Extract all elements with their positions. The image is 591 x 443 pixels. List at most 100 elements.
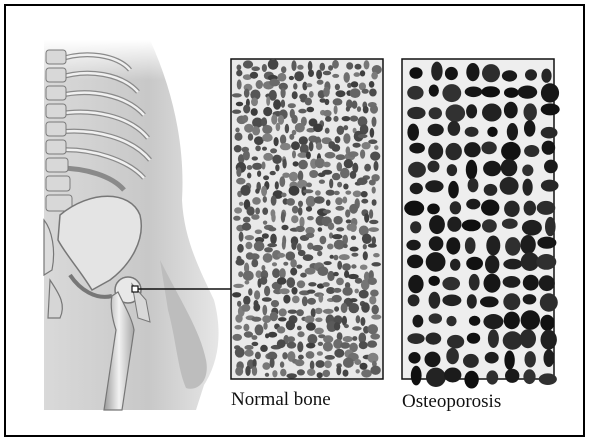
pore (315, 318, 322, 323)
pore (251, 108, 258, 116)
pore (369, 296, 376, 305)
pore (317, 251, 322, 256)
void (407, 86, 423, 100)
pore (245, 366, 250, 376)
pore (240, 185, 250, 196)
pore (315, 190, 321, 195)
pore (298, 207, 303, 216)
pore (291, 115, 297, 124)
void (409, 143, 425, 154)
pore (295, 359, 305, 366)
void (409, 67, 422, 79)
pore (237, 244, 244, 253)
pore (371, 72, 378, 80)
pore (290, 259, 297, 268)
pore (370, 290, 379, 297)
void (505, 237, 520, 256)
pore (269, 79, 280, 87)
pore (243, 150, 250, 160)
void (442, 84, 461, 102)
pore (337, 261, 342, 270)
pore (324, 261, 332, 265)
pore (270, 234, 277, 245)
normal-bone-panel (231, 59, 383, 379)
pore (343, 133, 350, 144)
pore (292, 91, 298, 99)
pore (335, 84, 340, 90)
void (541, 180, 559, 192)
pore (360, 70, 365, 76)
pore (353, 191, 362, 198)
void (466, 160, 477, 180)
pore (351, 264, 356, 268)
pore (235, 133, 243, 141)
pore (265, 373, 269, 377)
void (539, 275, 555, 291)
pore (363, 106, 369, 113)
pore (283, 262, 288, 266)
void (503, 293, 520, 310)
pore (372, 199, 377, 206)
pore (292, 150, 296, 158)
pore (297, 341, 303, 352)
void (411, 366, 422, 386)
pore (350, 88, 361, 98)
pore (339, 254, 350, 260)
pore (281, 88, 286, 98)
pore (255, 208, 260, 215)
pore (296, 265, 302, 269)
pore (336, 227, 344, 231)
pore (358, 134, 368, 138)
pore (247, 173, 251, 179)
void (408, 275, 423, 293)
pore (267, 243, 277, 247)
void (523, 179, 533, 196)
pore (328, 222, 335, 230)
void (428, 143, 443, 160)
void (465, 237, 476, 254)
pore (233, 284, 244, 288)
pore (317, 351, 323, 356)
void (541, 83, 559, 102)
pore (293, 83, 297, 90)
pore (248, 288, 252, 295)
pore (253, 303, 260, 311)
pore (364, 213, 369, 223)
pore (287, 342, 296, 349)
pore (364, 164, 371, 172)
pore (332, 234, 343, 239)
pore (343, 358, 354, 368)
void (464, 371, 478, 389)
pore (245, 350, 254, 357)
pore (342, 116, 351, 121)
pore (307, 107, 315, 113)
pore (297, 369, 305, 375)
pore (336, 154, 346, 160)
void (521, 310, 540, 330)
void (486, 236, 500, 256)
pore (281, 225, 288, 230)
pore (264, 286, 270, 296)
pore (272, 262, 277, 266)
void (428, 124, 444, 136)
pore (237, 301, 241, 307)
void (465, 127, 479, 137)
void (504, 312, 520, 330)
void (468, 178, 479, 192)
void (448, 181, 459, 199)
void (503, 276, 521, 288)
void (507, 123, 518, 141)
pore (282, 240, 286, 250)
pore (251, 98, 258, 107)
void (428, 161, 440, 173)
pore (370, 333, 380, 339)
void (487, 127, 497, 137)
void (447, 164, 457, 176)
void (410, 221, 421, 233)
pore (355, 64, 362, 70)
pore (306, 152, 311, 160)
pore (286, 373, 297, 378)
void (503, 331, 523, 349)
pore (297, 280, 305, 288)
